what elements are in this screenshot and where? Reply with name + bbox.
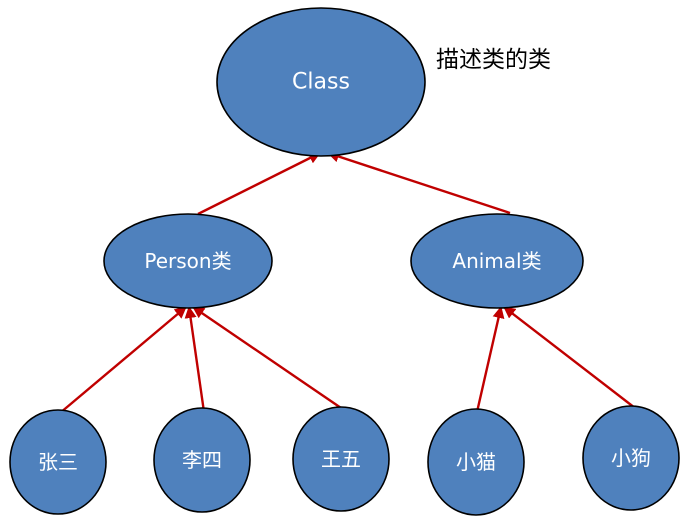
node-xiaogou-label: 小狗 (611, 446, 651, 470)
arrow-xiaogou-to-animal (503, 306, 636, 409)
node-person: Person类 (103, 213, 273, 309)
node-animal-label: Animal类 (452, 249, 541, 273)
node-wangwu-shape (292, 406, 390, 512)
node-xiaomao-shape (427, 408, 525, 516)
arrow-lisi-to-person (184, 306, 206, 413)
node-person-shape (103, 213, 273, 309)
arrow-xiaomao-to-animal (475, 306, 505, 413)
node-class-shape (216, 7, 426, 157)
node-zhangsan-shape (9, 409, 107, 515)
node-xiaomao: 小猫 (427, 408, 525, 516)
node-wangwu: 王五 (292, 406, 390, 512)
node-lisi: 李四 (153, 407, 251, 513)
node-person-label: Person类 (144, 249, 231, 273)
node-xiaomao-label: 小猫 (456, 450, 496, 474)
node-wangwu-label: 王五 (321, 447, 361, 471)
node-class-label: Class (292, 70, 350, 95)
node-zhangsan-label: 张三 (38, 450, 78, 474)
node-xiaogou: 小狗 (582, 405, 680, 511)
diagram-caption: 描述类的类 (436, 47, 551, 73)
arrow-zhangsan-to-person (59, 306, 187, 414)
node-lisi-label: 李四 (182, 448, 222, 472)
arrow-person-to-class (197, 151, 321, 216)
inheritance-arrows (59, 150, 636, 414)
node-zhangsan: 张三 (9, 409, 107, 515)
node-lisi-shape (153, 407, 251, 513)
arrow-wangwu-to-person (192, 306, 345, 411)
node-animal-shape (410, 213, 584, 309)
arrow-animal-to-class (327, 150, 511, 215)
node-animal: Animal类 (410, 213, 584, 309)
node-xiaogou-shape (582, 405, 680, 511)
node-class: Class (216, 7, 426, 157)
